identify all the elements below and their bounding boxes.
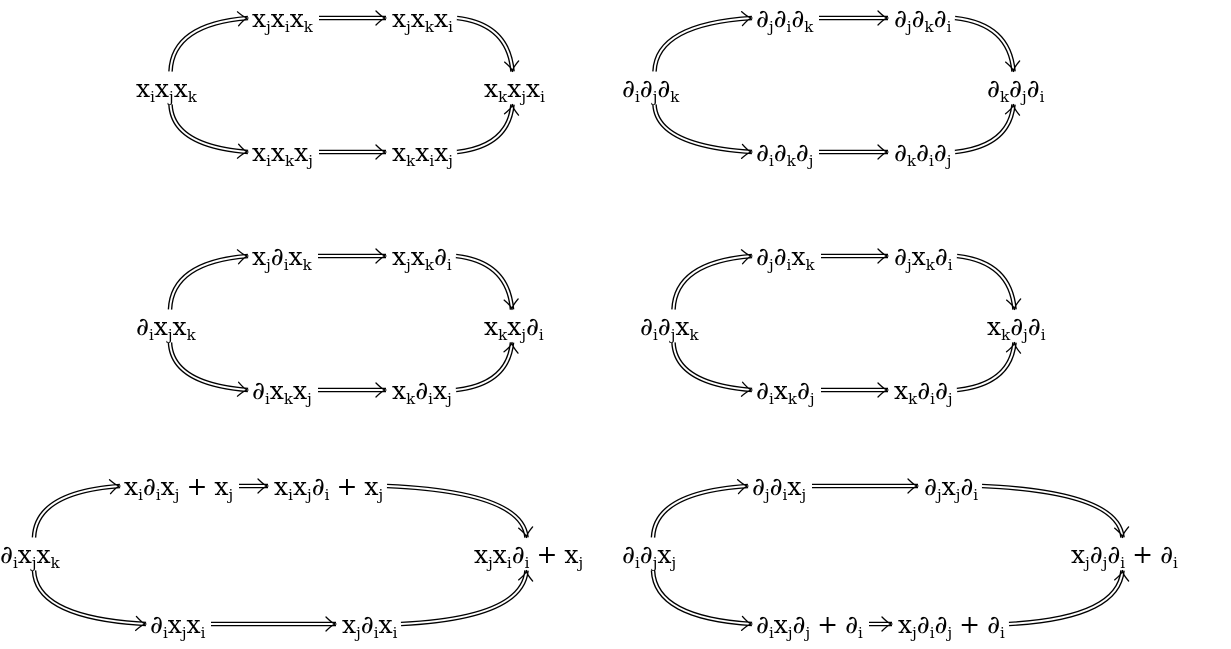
diagram-2-upper-node-1: ∂j∂i∂k — [756, 3, 814, 36]
diagram-5-arrow-upper-target — [386, 483, 534, 539]
diagram-4-arrow-lower-target — [956, 341, 1022, 393]
diagram-6-arrow-lower-middle — [869, 616, 893, 632]
diagram-6-arrow-lower-target — [1008, 569, 1130, 627]
diagram-1-arrow-lower-target — [456, 103, 520, 155]
diagram-2-arrow-upper-target — [954, 15, 1021, 73]
diagram-2-lower-node-1: ∂i∂k∂j — [756, 137, 814, 170]
diagram-1-target-node: xkxjxi — [484, 73, 545, 106]
diagram-6-source-node: ∂i∂jxj — [622, 539, 677, 572]
diagram-5-arrow-lower-target — [400, 569, 534, 627]
diagram-6-lower-node-1: ∂ixj∂j+∂i — [756, 609, 863, 642]
diagram-4-arrow-upper-target — [956, 253, 1022, 311]
diagram-3-arrow-lower-middle — [318, 382, 387, 398]
diagram-6-arrow-upper-target — [981, 483, 1130, 539]
diagram-6-target-node: xj∂j∂i+∂i — [1071, 539, 1178, 572]
diagram-5-upper-node-2: xixj∂i+xj — [274, 471, 384, 504]
diagram-1-arrow-upper-middle — [319, 10, 387, 26]
diagram-3-arrow-source-lower — [167, 342, 249, 397]
diagram-3-lower-node-1: ∂ixkxj — [252, 375, 312, 408]
diagram-1-lower-node-1: xixkxj — [252, 137, 313, 170]
diagram-3-upper-node-2: xjxk∂i — [392, 241, 452, 274]
diagram-2-arrow-source-lower — [652, 104, 753, 160]
diagram-1-arrow-lower-middle — [319, 144, 387, 160]
diagram-4-upper-node-2: ∂jxk∂i — [894, 241, 953, 274]
diagram-4-arrow-source-upper — [671, 249, 753, 310]
diagram-1-arrow-source-upper — [168, 11, 249, 72]
diagram-6-arrow-source-lower — [650, 570, 753, 632]
diagram-3-arrow-upper-target — [455, 253, 519, 311]
diagram-2-arrow-source-upper — [652, 10, 753, 72]
diagram-1-source-node: xixjxk — [136, 73, 197, 106]
diagram-2-arrow-upper-middle — [819, 10, 889, 26]
diagram-2-arrow-lower-target — [954, 103, 1021, 155]
diagram-3-arrow-lower-target — [455, 341, 519, 393]
diagram-4-lower-node-2: xk∂i∂j — [894, 375, 953, 408]
diagram-2-target-node: ∂k∂j∂i — [987, 73, 1045, 106]
diagram-2-upper-node-2: ∂j∂k∂i — [894, 3, 952, 36]
diagram-2-arrow-lower-middle — [819, 144, 889, 160]
diagram-4-arrow-source-lower — [671, 342, 753, 397]
diagram-6-arrow-upper-middle — [812, 478, 919, 494]
diagram-6-arrow-source-upper — [650, 479, 749, 538]
diagram-5-arrow-source-lower — [31, 570, 147, 632]
diagram-1-arrow-upper-target — [456, 15, 520, 73]
diagram-4-upper-node-1: ∂j∂ixk — [756, 241, 815, 274]
diagram-5-upper-node-1: xi∂ixj+xj — [124, 471, 234, 504]
diagram-5-lower-node-2: xj∂ixi — [342, 609, 398, 642]
diagram-2-lower-node-2: ∂k∂i∂j — [894, 137, 952, 170]
diagram-3-upper-node-1: xj∂ixk — [252, 241, 312, 274]
diagram-4-arrow-upper-middle — [821, 248, 889, 264]
diagram-3-arrow-source-upper — [167, 249, 249, 310]
diagram-5-arrow-upper-middle — [239, 478, 269, 494]
diagram-5-arrow-lower-middle — [211, 616, 337, 632]
diagram-1-upper-node-1: xjxixk — [252, 3, 313, 36]
diagram-2-source-node: ∂i∂j∂k — [622, 73, 680, 106]
diagram-1-upper-node-2: xjxkxi — [392, 3, 453, 36]
diagram-5-lower-node-1: ∂ixjxi — [150, 609, 206, 642]
diagram-6-upper-node-1: ∂j∂ixj — [752, 471, 807, 504]
diagram-3-arrow-upper-middle — [318, 248, 387, 264]
diagram-3-target-node: xkxj∂i — [484, 311, 544, 344]
diagram-3-lower-node-2: xk∂ixj — [392, 375, 452, 408]
diagram-3-source-node: ∂ixjxk — [136, 311, 196, 344]
diagram-1-lower-node-2: xkxixj — [392, 137, 453, 170]
diagram-1-arrow-source-lower — [168, 104, 249, 159]
diagram-5-target-node: xjxi∂i+xj — [474, 539, 584, 572]
diagram-6-upper-node-2: ∂jxj∂i — [924, 471, 979, 504]
diagram-5-arrow-source-upper — [31, 479, 121, 538]
diagram-4-target-node: xk∂j∂i — [987, 311, 1046, 344]
diagram-4-arrow-lower-middle — [821, 382, 889, 398]
diagram-4-lower-node-1: ∂ixk∂j — [756, 375, 815, 408]
diagram-4-source-node: ∂i∂jxk — [640, 311, 699, 344]
diagram-5-source-node: ∂ixjxk — [0, 539, 60, 572]
diagram-6-lower-node-2: xj∂i∂j+∂i — [898, 609, 1005, 642]
